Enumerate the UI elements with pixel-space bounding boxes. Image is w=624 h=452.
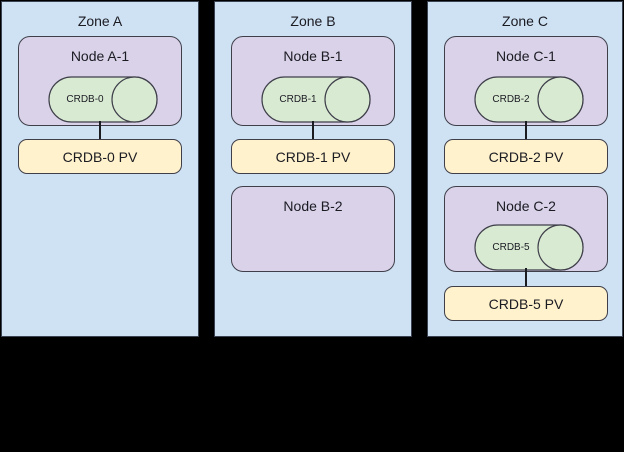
connector-node-c-1-to-crdb-2-pv	[525, 121, 527, 141]
database-icon-crdb-1[interactable]: CRDB-1	[261, 76, 371, 123]
pv-crdb-5[interactable]: CRDB-5 PV	[444, 286, 608, 321]
pv-crdb-2[interactable]: CRDB-2 PV	[444, 139, 608, 174]
node-c-1[interactable]: Node C-1 CRDB-2	[444, 36, 608, 126]
database-icon-crdb-5[interactable]: CRDB-5	[474, 224, 584, 271]
database-icon-crdb-2[interactable]: CRDB-2	[474, 76, 584, 123]
zone-b-container[interactable]: Zone B Node B-1 CRDB-1 CRDB-1 PV Node B-…	[214, 1, 412, 337]
node-a-1[interactable]: Node A-1 CRDB-0	[18, 36, 182, 126]
node-b-2[interactable]: Node B-2	[231, 186, 395, 272]
connector-node-c-2-to-crdb-5-pv	[525, 268, 527, 287]
pv-crdb-0[interactable]: CRDB-0 PV	[18, 139, 182, 174]
node-c-2[interactable]: Node C-2 CRDB-5	[444, 186, 608, 272]
zone-c-container[interactable]: Zone C Node C-1 CRDB-2 CRDB-2 PV Node C-…	[427, 1, 623, 337]
node-b-2-title: Node B-2	[283, 198, 343, 214]
connector-node-b-1-to-crdb-1-pv	[312, 121, 314, 141]
pv-crdb-1[interactable]: CRDB-1 PV	[231, 139, 395, 174]
zone-b-title: Zone B	[290, 13, 336, 29]
zone-c-title: Zone C	[502, 13, 548, 29]
node-b-1[interactable]: Node B-1 CRDB-1	[231, 36, 395, 126]
connector-node-a-1-to-crdb-0-pv	[99, 121, 101, 141]
node-a-1-title: Node A-1	[70, 48, 130, 64]
node-c-1-title: Node C-1	[496, 48, 556, 64]
node-b-1-title: Node B-1	[283, 48, 343, 64]
zone-a-title: Zone A	[77, 13, 123, 29]
database-icon-crdb-0[interactable]: CRDB-0	[48, 76, 158, 123]
zone-a-container[interactable]: Zone A Node A-1 CRDB-0 CRDB-0 PV	[1, 1, 199, 337]
node-c-2-title: Node C-2	[496, 198, 556, 214]
